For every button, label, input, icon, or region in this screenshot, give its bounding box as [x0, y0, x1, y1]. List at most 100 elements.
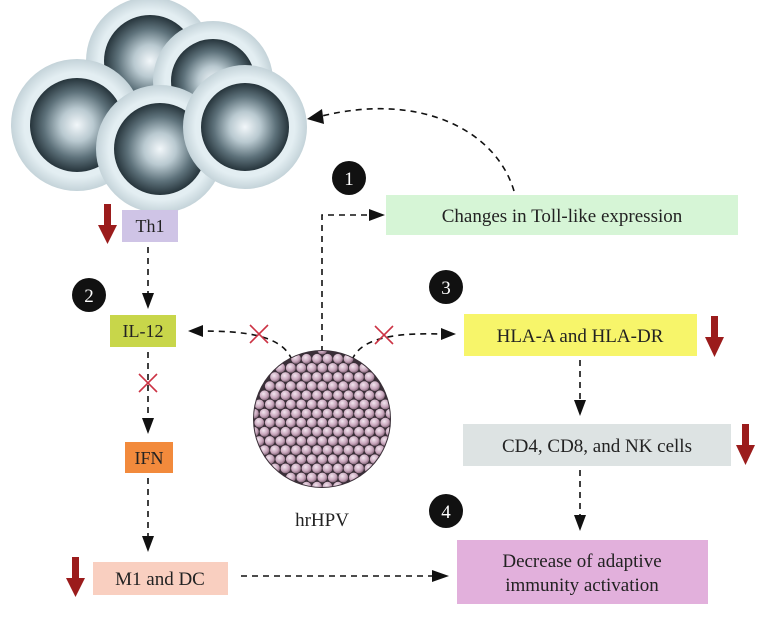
capsomer — [285, 381, 296, 392]
capsomer — [322, 353, 333, 364]
capsomer — [354, 408, 364, 419]
cell — [183, 65, 307, 189]
capsomer — [312, 463, 322, 474]
capsomer — [312, 372, 322, 382]
capsomer — [333, 353, 343, 364]
capsomer — [327, 417, 338, 428]
capsomer — [380, 399, 390, 410]
capsomer — [327, 363, 338, 373]
capsomer — [275, 436, 286, 446]
capsomer — [317, 351, 328, 355]
capsomer — [270, 408, 280, 419]
capsomer — [285, 436, 296, 446]
capsomer — [296, 436, 307, 446]
step-number-4: 4 — [441, 502, 451, 523]
capsomer — [333, 408, 343, 419]
capsomer — [291, 445, 301, 455]
toll-box — [386, 195, 738, 235]
capsomer — [291, 390, 301, 401]
capsomer — [306, 472, 317, 483]
capsomer — [364, 445, 375, 455]
capsomer — [338, 454, 349, 465]
capsomer — [280, 372, 291, 382]
inhibition-cross-icon — [374, 325, 394, 345]
decrease-arrow-icon — [705, 316, 724, 357]
th1-box — [122, 210, 178, 242]
capsomer — [312, 408, 322, 419]
capsomer — [359, 454, 370, 465]
arrow-virus-to-hla — [351, 328, 456, 361]
arrow-il12-to-ifn — [142, 352, 154, 434]
capsomer — [322, 445, 333, 455]
capsomer — [354, 445, 364, 455]
arrow-hla-to-cd — [574, 360, 586, 416]
step-badge-3: 3 — [429, 270, 463, 304]
capsomer — [343, 445, 354, 455]
capsomer — [364, 408, 375, 419]
capsomer — [348, 363, 359, 373]
capsomer — [296, 363, 307, 373]
capsomer — [338, 381, 349, 392]
th1-label: Th1 — [136, 216, 165, 236]
capsomer — [275, 381, 286, 392]
capsomer — [301, 445, 312, 455]
inhibition-cross-icon — [138, 373, 158, 393]
arrow-m1dc-to-decrease — [241, 570, 449, 582]
capsomer — [306, 417, 317, 428]
capsomer — [312, 426, 322, 437]
capsomer — [264, 436, 275, 446]
capsomer — [322, 372, 333, 382]
capsomer — [343, 408, 354, 419]
capsomer — [369, 399, 380, 410]
capsomer — [354, 426, 364, 437]
decrease-arrow-icon — [98, 204, 117, 244]
capsomer — [285, 363, 296, 373]
capsomer — [254, 417, 265, 428]
capsomer — [354, 390, 364, 401]
decrease-label-line1: Decrease of adaptive — [502, 551, 661, 572]
capsomer — [327, 399, 338, 410]
capsomer — [264, 417, 275, 428]
m1dc-box — [93, 562, 228, 595]
capsomer — [359, 417, 370, 428]
virus-capsomers — [254, 351, 390, 487]
capsomer — [348, 381, 359, 392]
capsomer — [291, 463, 301, 474]
capsomer — [317, 472, 328, 483]
capsomer — [259, 426, 270, 437]
decrease-arrow-icon — [66, 557, 85, 597]
capsomer — [317, 381, 328, 392]
capsomer — [291, 426, 301, 437]
il12-box — [110, 315, 176, 347]
step-number-1: 1 — [344, 169, 354, 190]
decrease-label-line2: immunity activation — [505, 575, 659, 596]
hla-node: HLA-A and HLA-DR — [464, 314, 697, 356]
capsomer — [338, 472, 349, 483]
capsomer — [301, 372, 312, 382]
capsomer — [333, 426, 343, 437]
capsomer — [296, 399, 307, 410]
capsomer — [280, 463, 291, 474]
capsomer — [322, 408, 333, 419]
capsomer — [333, 372, 343, 382]
th1-node: Th1 — [122, 210, 178, 242]
m1dc-node: M1 and DC — [93, 562, 228, 595]
capsomer — [322, 426, 333, 437]
capsomer — [280, 390, 291, 401]
capsomer — [317, 454, 328, 465]
capsomer — [333, 390, 343, 401]
capsomer — [369, 436, 380, 446]
capsomer — [296, 381, 307, 392]
arrow-th1-to-il12 — [142, 247, 154, 309]
capsomer — [259, 408, 270, 419]
capsomer — [369, 381, 380, 392]
capsomer — [364, 426, 375, 437]
capsomer — [280, 426, 291, 437]
capsomer — [285, 454, 296, 465]
il12-node: IL-12 — [110, 315, 176, 347]
capsomer — [317, 417, 328, 428]
capsomer — [348, 399, 359, 410]
capsomer — [312, 390, 322, 401]
capsomer — [285, 472, 296, 483]
